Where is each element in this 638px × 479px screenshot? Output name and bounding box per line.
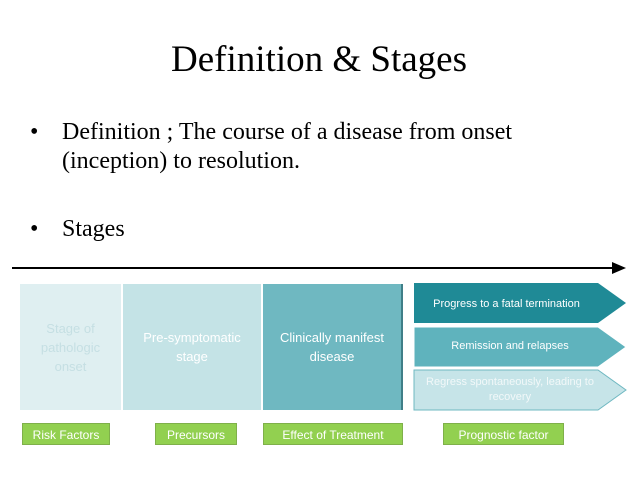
- timeline-arrow: [12, 262, 626, 274]
- outcome-label-remission: Remission and relapses: [451, 340, 569, 352]
- bullet-text: Stages: [62, 216, 125, 242]
- stage-pathologic-onset: Stage of pathologic onset: [20, 284, 121, 410]
- label-precursors: Precursors: [155, 423, 237, 445]
- bullet-stages: • Stages: [30, 215, 330, 245]
- stage-label: Clinically manifest disease: [279, 330, 385, 364]
- bullet-symbol: •: [30, 119, 39, 145]
- outcome-label-recovery: Regress spontaneously, leading to recove…: [426, 376, 594, 403]
- outcome-arrow-recovery: [413, 369, 627, 411]
- bullet-text: Definition ; The course of a disease fro…: [62, 119, 513, 174]
- page-title: Definition & Stages: [171, 39, 467, 80]
- stage-presymptomatic: Pre-symptomatic stage: [123, 284, 261, 410]
- outcome-arrow-remission: [413, 326, 627, 368]
- bullet-symbol: •: [30, 216, 39, 242]
- outcome-arrow-fatal: [414, 283, 626, 323]
- label-prognostic-factor: Prognostic factor: [443, 423, 564, 445]
- outcome-arrows: [413, 283, 627, 411]
- arrow-head-icon: [612, 262, 626, 274]
- label-risk-factors: Risk Factors: [22, 423, 110, 445]
- stage-clinically-manifest: Clinically manifest disease: [263, 284, 403, 410]
- bullet-definition: • Definition ; The course of a disease f…: [30, 118, 630, 178]
- label-effect-of-treatment: Effect of Treatment: [263, 423, 403, 445]
- outcome-label-fatal: Progress to a fatal termination: [433, 298, 580, 310]
- stage-label: Stage of pathologic onset: [40, 320, 101, 374]
- stage-label: Pre-symptomatic stage: [143, 330, 241, 364]
